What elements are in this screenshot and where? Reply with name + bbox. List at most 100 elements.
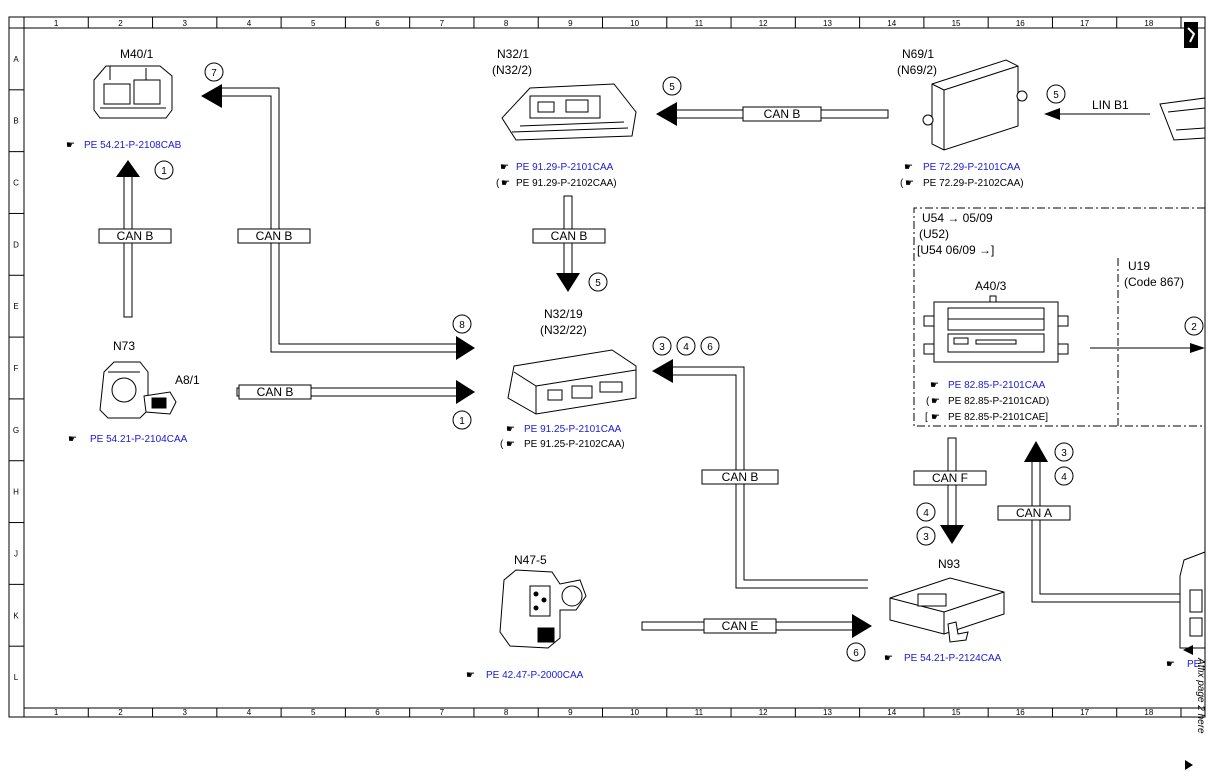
m40-1-name: M40/1 bbox=[120, 47, 154, 61]
component-a40-3[interactable]: A40/3 ☛ PE 82.85-P-2101CAA ( ☛ PE 82.85-… bbox=[923, 279, 1069, 423]
ruler-row-G: G bbox=[13, 426, 19, 435]
ruler-row-H: H bbox=[13, 488, 19, 497]
svg-text:3: 3 bbox=[1061, 448, 1067, 459]
bus-lin-b1: LIN B1 bbox=[1044, 98, 1150, 120]
component-n73[interactable]: N73 A8/1 ☛ PE 54.21-P-2104CAA bbox=[68, 339, 200, 445]
callout-5a: 5 bbox=[662, 76, 682, 96]
component-n69-1[interactable]: N69/1 (N69/2) ☛ PE 72.29-P-2101CAA ( ☛ P… bbox=[897, 47, 1028, 189]
svg-text:PE 91.29-P-2101CAA: PE 91.29-P-2101CAA bbox=[516, 162, 614, 173]
ruler-col-5: 5 bbox=[311, 19, 316, 28]
n69-1-alt: (N69/2) bbox=[897, 63, 937, 77]
ruler-col-16: 16 bbox=[1016, 19, 1025, 28]
ruler-row-F: F bbox=[14, 364, 19, 373]
component-n32-1[interactable]: N32/1 (N32/2) ☛ PE 91.29-P-2101CAA ( ☛ P… bbox=[492, 47, 637, 189]
svg-text:3: 3 bbox=[659, 342, 665, 353]
n32-1-ref[interactable]: ☛ PE 91.29-P-2101CAA bbox=[500, 162, 614, 173]
svg-text:☛: ☛ bbox=[466, 670, 475, 681]
ruler-col-18: 18 bbox=[1144, 708, 1153, 717]
svg-text:Affix page 2 here: Affix page 2 here bbox=[1195, 657, 1206, 734]
ruler-col-16: 16 bbox=[1016, 708, 1025, 717]
n73-name: N73 bbox=[113, 339, 135, 353]
callout-2: 2 bbox=[1184, 316, 1204, 336]
m40-1-drawing bbox=[93, 65, 173, 119]
n93-drawing bbox=[889, 577, 1005, 643]
callout-markers: 1 7 8 1 5 5 5 3 4 6 2 3 4 4 3 6 bbox=[154, 62, 1204, 662]
ruler-col-5: 5 bbox=[311, 708, 316, 717]
a40-3-ref-b[interactable]: ( ☛ PE 82.85-P-2101CAD) bbox=[926, 396, 1049, 407]
bus-label-can-f: CAN F bbox=[932, 471, 968, 485]
callout-4a: 4 bbox=[676, 336, 696, 356]
svg-text:(: ( bbox=[500, 439, 504, 450]
n47-5-drawing bbox=[499, 569, 587, 649]
n32-1-ref-alt[interactable]: ( ☛ PE 91.29-P-2102CAA) bbox=[496, 178, 617, 189]
a40-3-ref-c[interactable]: [ ☛ PE 82.85-P-2101CAE] bbox=[925, 412, 1048, 423]
bus-label-can-b-6: CAN B bbox=[722, 470, 759, 484]
svg-text:4: 4 bbox=[683, 342, 689, 353]
callout-3c: 3 bbox=[916, 526, 936, 546]
bus-n73-n32-19: CAN B bbox=[236, 380, 475, 404]
n73-drawing bbox=[99, 361, 177, 419]
component-n47-5[interactable]: N47-5 ☛ PE 42.47-P-2000CAA bbox=[466, 553, 587, 681]
ruler-col-10: 10 bbox=[630, 19, 639, 28]
callout-1: 1 bbox=[154, 160, 174, 180]
n32-19-name: N32/19 bbox=[544, 307, 583, 321]
svg-text:☛: ☛ bbox=[506, 424, 515, 435]
a40-3-ref[interactable]: ☛ PE 82.85-P-2101CAA bbox=[930, 380, 1046, 391]
ruler-col-9: 9 bbox=[568, 708, 573, 717]
ruler-col-14: 14 bbox=[887, 19, 896, 28]
side-note: Affix page 2 here bbox=[1183, 645, 1206, 770]
callout-3a: 3 bbox=[652, 336, 672, 356]
bus-label-can-a: CAN A bbox=[1016, 506, 1052, 520]
ruler-col-2: 2 bbox=[118, 708, 123, 717]
bus-label-can-b-4: CAN B bbox=[764, 107, 801, 121]
ruler-col-11: 11 bbox=[695, 708, 704, 717]
callout-6a: 6 bbox=[700, 336, 720, 356]
component-m40-1[interactable]: M40/1 ☛ PE 54.21-P-2108CAB bbox=[66, 47, 182, 151]
ruler-col-1: 1 bbox=[54, 19, 59, 28]
ruler-row-A: A bbox=[13, 55, 19, 64]
svg-text:PE 54.21-P-2108CAB: PE 54.21-P-2108CAB bbox=[84, 140, 182, 151]
svg-text:PE 54.21-P-2124CAA: PE 54.21-P-2124CAA bbox=[904, 653, 1002, 664]
a40-3-name: A40/3 bbox=[975, 279, 1007, 293]
svg-text:PE 91.29-P-2102CAA): PE 91.29-P-2102CAA) bbox=[516, 178, 617, 189]
n93-ref[interactable]: ☛ PE 54.21-P-2124CAA bbox=[884, 653, 1002, 664]
bus-n47-n93: CAN E bbox=[641, 614, 872, 638]
variant-u19: U19 bbox=[1128, 259, 1150, 273]
edge-bottom-ref[interactable]: ☛ PE bbox=[1166, 659, 1201, 670]
callout-3b: 3 bbox=[1054, 442, 1074, 462]
ruler-col-17: 17 bbox=[1080, 19, 1089, 28]
n69-1-ref[interactable]: ☛ PE 72.29-P-2101CAA bbox=[904, 162, 1021, 173]
svg-text:☛: ☛ bbox=[68, 434, 77, 445]
n47-5-ref[interactable]: ☛ PE 42.47-P-2000CAA bbox=[466, 670, 584, 681]
n69-1-ref-alt[interactable]: ( ☛ PE 72.29-P-2102CAA) bbox=[900, 178, 1024, 189]
bus-n32-1-n32-19: CAN B bbox=[532, 195, 606, 292]
variant-line-2: (U52) bbox=[919, 227, 949, 241]
svg-text:6: 6 bbox=[707, 342, 713, 353]
bus-u19-out bbox=[1090, 343, 1205, 353]
m40-1-ref[interactable]: ☛ PE 54.21-P-2108CAB bbox=[66, 140, 182, 151]
ruler-col-6: 6 bbox=[375, 708, 380, 717]
component-n93[interactable]: N93 ☛ PE 54.21-P-2124CAA bbox=[884, 557, 1005, 664]
n32-19-ref-alt[interactable]: ( ☛ PE 91.25-P-2102CAA) bbox=[500, 439, 625, 450]
svg-text:PE: PE bbox=[1187, 659, 1201, 670]
component-edge-bottom[interactable]: ☛ PE bbox=[1166, 551, 1206, 670]
svg-text:☛: ☛ bbox=[904, 162, 913, 173]
callout-1b: 1 bbox=[452, 410, 472, 430]
svg-text:1: 1 bbox=[459, 416, 465, 427]
svg-text:☛: ☛ bbox=[1166, 659, 1175, 670]
n32-19-alt: (N32/22) bbox=[540, 323, 587, 337]
a40-3-drawing bbox=[923, 295, 1069, 363]
svg-text:8: 8 bbox=[459, 320, 465, 331]
ruler-col-11: 11 bbox=[695, 19, 704, 28]
component-n32-19[interactable]: N32/19 (N32/22) ☛ PE 91.25-P-2101CAA ( ☛… bbox=[500, 307, 637, 450]
bus-n93-n32-19: CAN B bbox=[652, 359, 868, 589]
n69-1-name: N69/1 bbox=[902, 47, 934, 61]
svg-text:PE 82.85-P-2101CAD): PE 82.85-P-2101CAD) bbox=[948, 396, 1049, 407]
n32-19-ref[interactable]: ☛ PE 91.25-P-2101CAA bbox=[506, 424, 622, 435]
svg-text:PE 91.25-P-2101CAA: PE 91.25-P-2101CAA bbox=[524, 424, 622, 435]
n73-ref[interactable]: ☛ PE 54.21-P-2104CAA bbox=[68, 434, 188, 445]
